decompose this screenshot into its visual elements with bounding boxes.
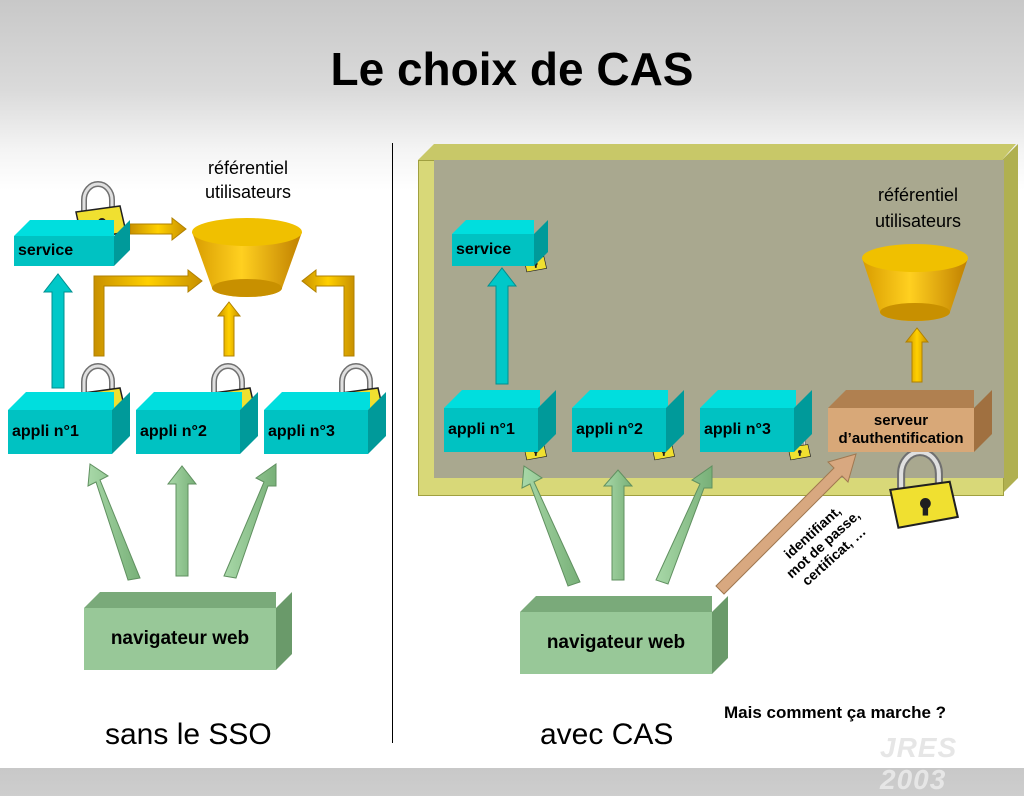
right-appli2-box: appli n°2: [572, 390, 684, 452]
right-cyan-arrow: [486, 267, 518, 385]
left-service-box: service: [14, 220, 130, 266]
browser-label: navigateur web: [84, 608, 276, 670]
appli1-label: appli n°1: [444, 408, 538, 452]
appli1-label: appli n°1: [8, 410, 112, 454]
left-referential-label: référentiel utilisateurs: [178, 156, 318, 204]
ref-line1: référentiel: [207, 158, 289, 178]
server-line1: serveur: [873, 412, 929, 429]
left-appli2-box: appli n°2: [136, 392, 258, 454]
right-green-arrows: [521, 465, 713, 587]
right-appli1-box: appli n°1: [444, 390, 556, 452]
cas-panel-top: [418, 144, 1016, 160]
right-gold-arrow: [904, 327, 930, 383]
credentials-arrow: [715, 453, 857, 595]
right-browser-box: navigateur web: [520, 596, 728, 674]
left-cyan-arrow: [42, 273, 74, 389]
ref-line2: utilisateurs: [874, 211, 962, 231]
left-browser-box: navigateur web: [84, 592, 292, 670]
left-gold-arrows: [93, 216, 355, 357]
appli3-label: appli n°3: [264, 410, 368, 454]
auth-server-box: serveur d’authentification: [828, 390, 992, 452]
watermark-logo: JRES 2003: [880, 732, 958, 795]
service-label: service: [14, 236, 114, 266]
left-appli3-box: appli n°3: [264, 392, 386, 454]
browser-label: navigateur web: [520, 612, 712, 674]
appli3-label: appli n°3: [700, 408, 794, 452]
auth-server-label: serveur d’authentification: [828, 408, 974, 452]
ref-line1: référentiel: [877, 185, 959, 205]
lock-icon: [890, 452, 958, 528]
left-green-arrows: [87, 463, 277, 581]
diagram-graphics: [42, 0, 968, 595]
divider-line: [392, 143, 393, 743]
appli2-label: appli n°2: [572, 408, 666, 452]
ref-line2: utilisateurs: [204, 182, 292, 202]
service-label: service: [452, 234, 534, 266]
cas-panel-side: [1002, 144, 1018, 494]
appli2-label: appli n°2: [136, 410, 240, 454]
left-appli1-box: appli n°1: [8, 392, 130, 454]
right-appli3-box: appli n°3: [700, 390, 812, 452]
left-database-icon: [192, 218, 302, 297]
right-database-icon: [862, 244, 968, 321]
right-service-box: service: [452, 220, 548, 266]
question-note: Mais comment ça marche ?: [724, 703, 947, 722]
slide-title: Le choix de CAS: [330, 43, 694, 95]
right-referential-label: référentiel utilisateurs: [848, 182, 988, 234]
right-caption: avec CAS: [540, 718, 674, 751]
left-caption: sans le SSO: [105, 718, 272, 751]
server-line2: d’authentification: [838, 430, 964, 447]
